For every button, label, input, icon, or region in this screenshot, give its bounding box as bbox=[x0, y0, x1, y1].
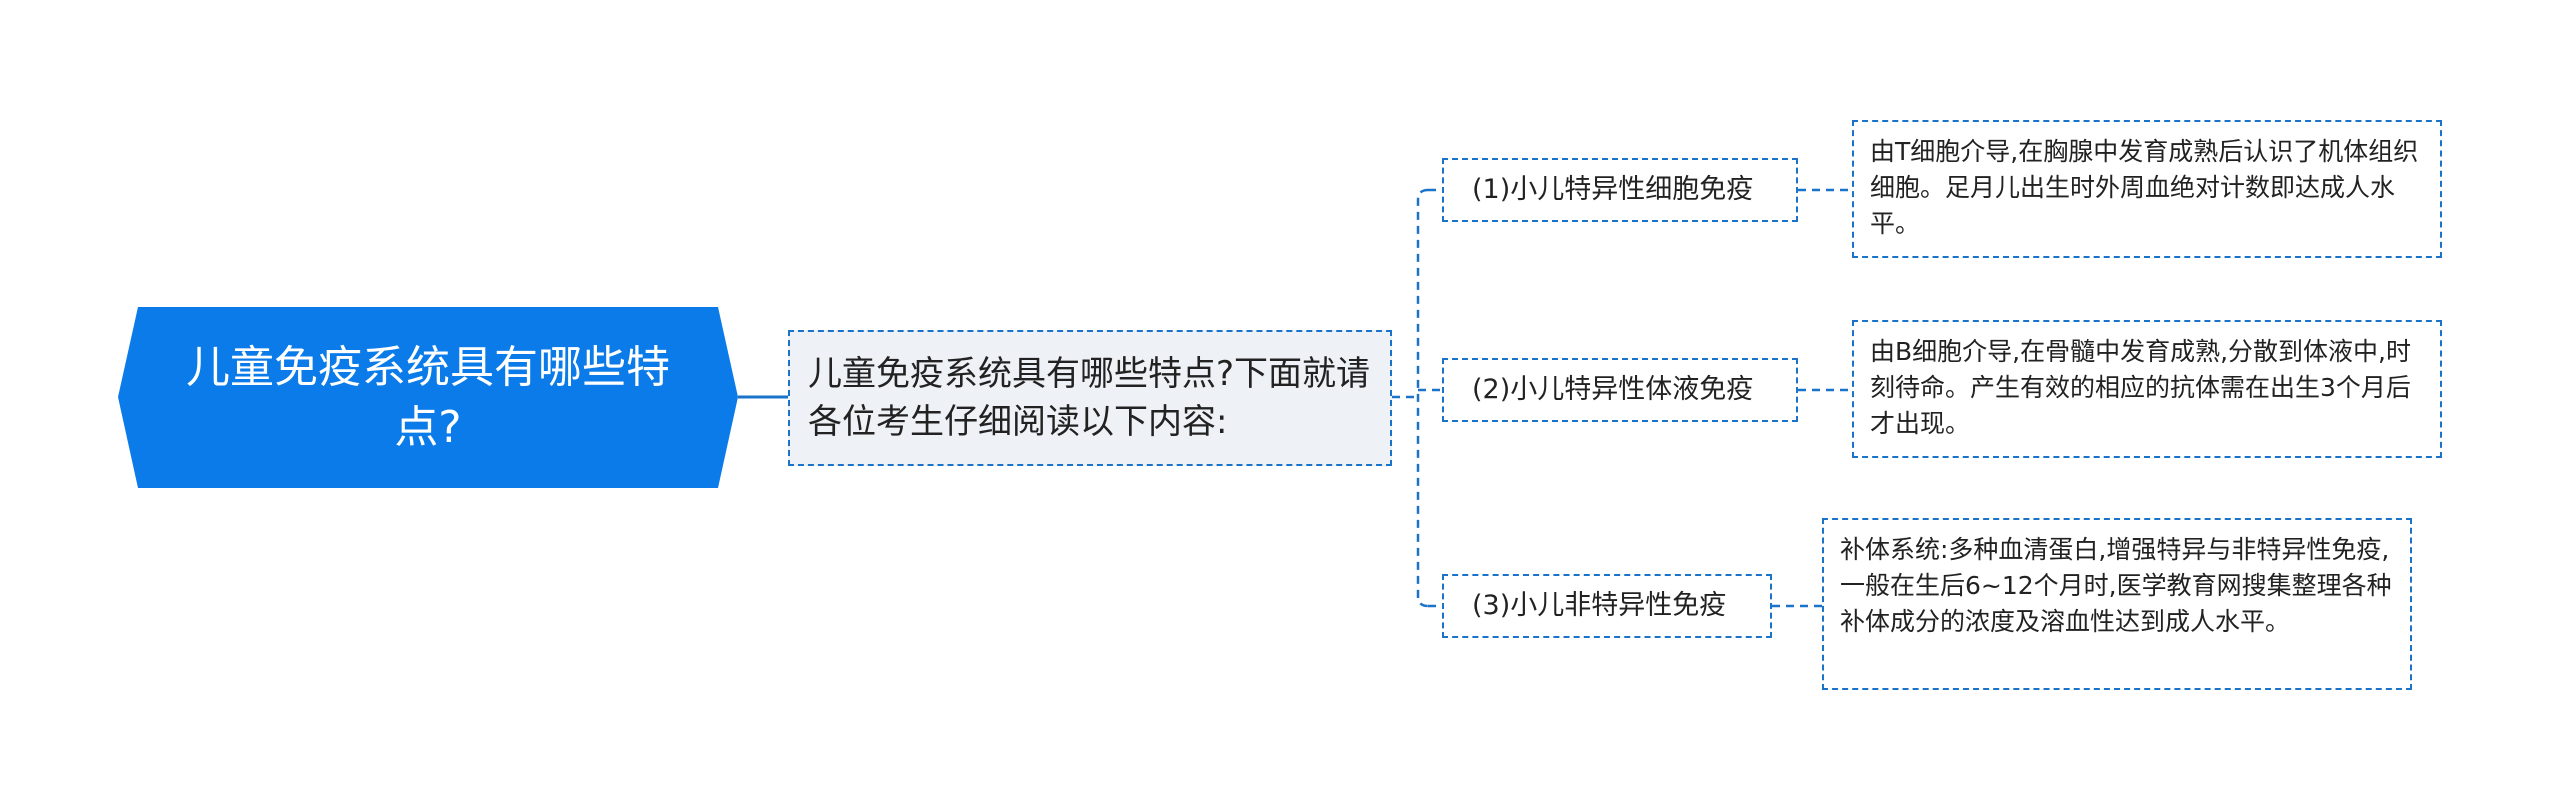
detail-topic-3[interactable]: 补体系统:多种血清蛋白,增强特异与非特异性免疫,一般在生后6~12个月时,医学教… bbox=[1822, 518, 2412, 690]
root-topic-label: 儿童免疫系统具有哪些特点? bbox=[186, 341, 670, 453]
root-topic-shape bbox=[118, 307, 738, 488]
detail-topic-2[interactable]: 由B细胞介导,在骨髓中发育成熟,分散到体液中,时刻待命。产生有效的相应的抗体需在… bbox=[1852, 320, 2442, 458]
branch-topic-1[interactable]: (1)小儿特异性细胞免疫 bbox=[1442, 158, 1798, 222]
root-topic[interactable]: 儿童免疫系统具有哪些特点? bbox=[118, 307, 738, 488]
detail-topic-text: 由T细胞介导,在胸腺中发育成熟后认识了机体组织细胞。足月儿出生时外周血绝对计数即… bbox=[1870, 137, 2419, 238]
branch-topic-label: (2)小儿特异性体液免疫 bbox=[1472, 374, 1754, 405]
branch-topic-2[interactable]: (2)小儿特异性体液免疫 bbox=[1442, 358, 1798, 422]
main-topic-label: 儿童免疫系统具有哪些特点?下面就请各位考生仔细阅读以下内容: bbox=[808, 354, 1371, 442]
main-topic[interactable]: 儿童免疫系统具有哪些特点?下面就请各位考生仔细阅读以下内容: bbox=[788, 330, 1392, 466]
branch-topic-3[interactable]: (3)小儿非特异性免疫 bbox=[1442, 574, 1772, 638]
detail-topic-text: 补体系统:多种血清蛋白,增强特异与非特异性免疫,一般在生后6~12个月时,医学教… bbox=[1840, 535, 2392, 636]
detail-topic-1[interactable]: 由T细胞介导,在胸腺中发育成熟后认识了机体组织细胞。足月儿出生时外周血绝对计数即… bbox=[1852, 120, 2442, 258]
detail-topic-text: 由B细胞介导,在骨髓中发育成熟,分散到体液中,时刻待命。产生有效的相应的抗体需在… bbox=[1870, 337, 2411, 438]
branch-topic-label: (1)小儿特异性细胞免疫 bbox=[1472, 174, 1754, 205]
connector-trunk bbox=[1416, 188, 1429, 608]
branch-topic-label: (3)小儿非特异性免疫 bbox=[1472, 590, 1727, 621]
